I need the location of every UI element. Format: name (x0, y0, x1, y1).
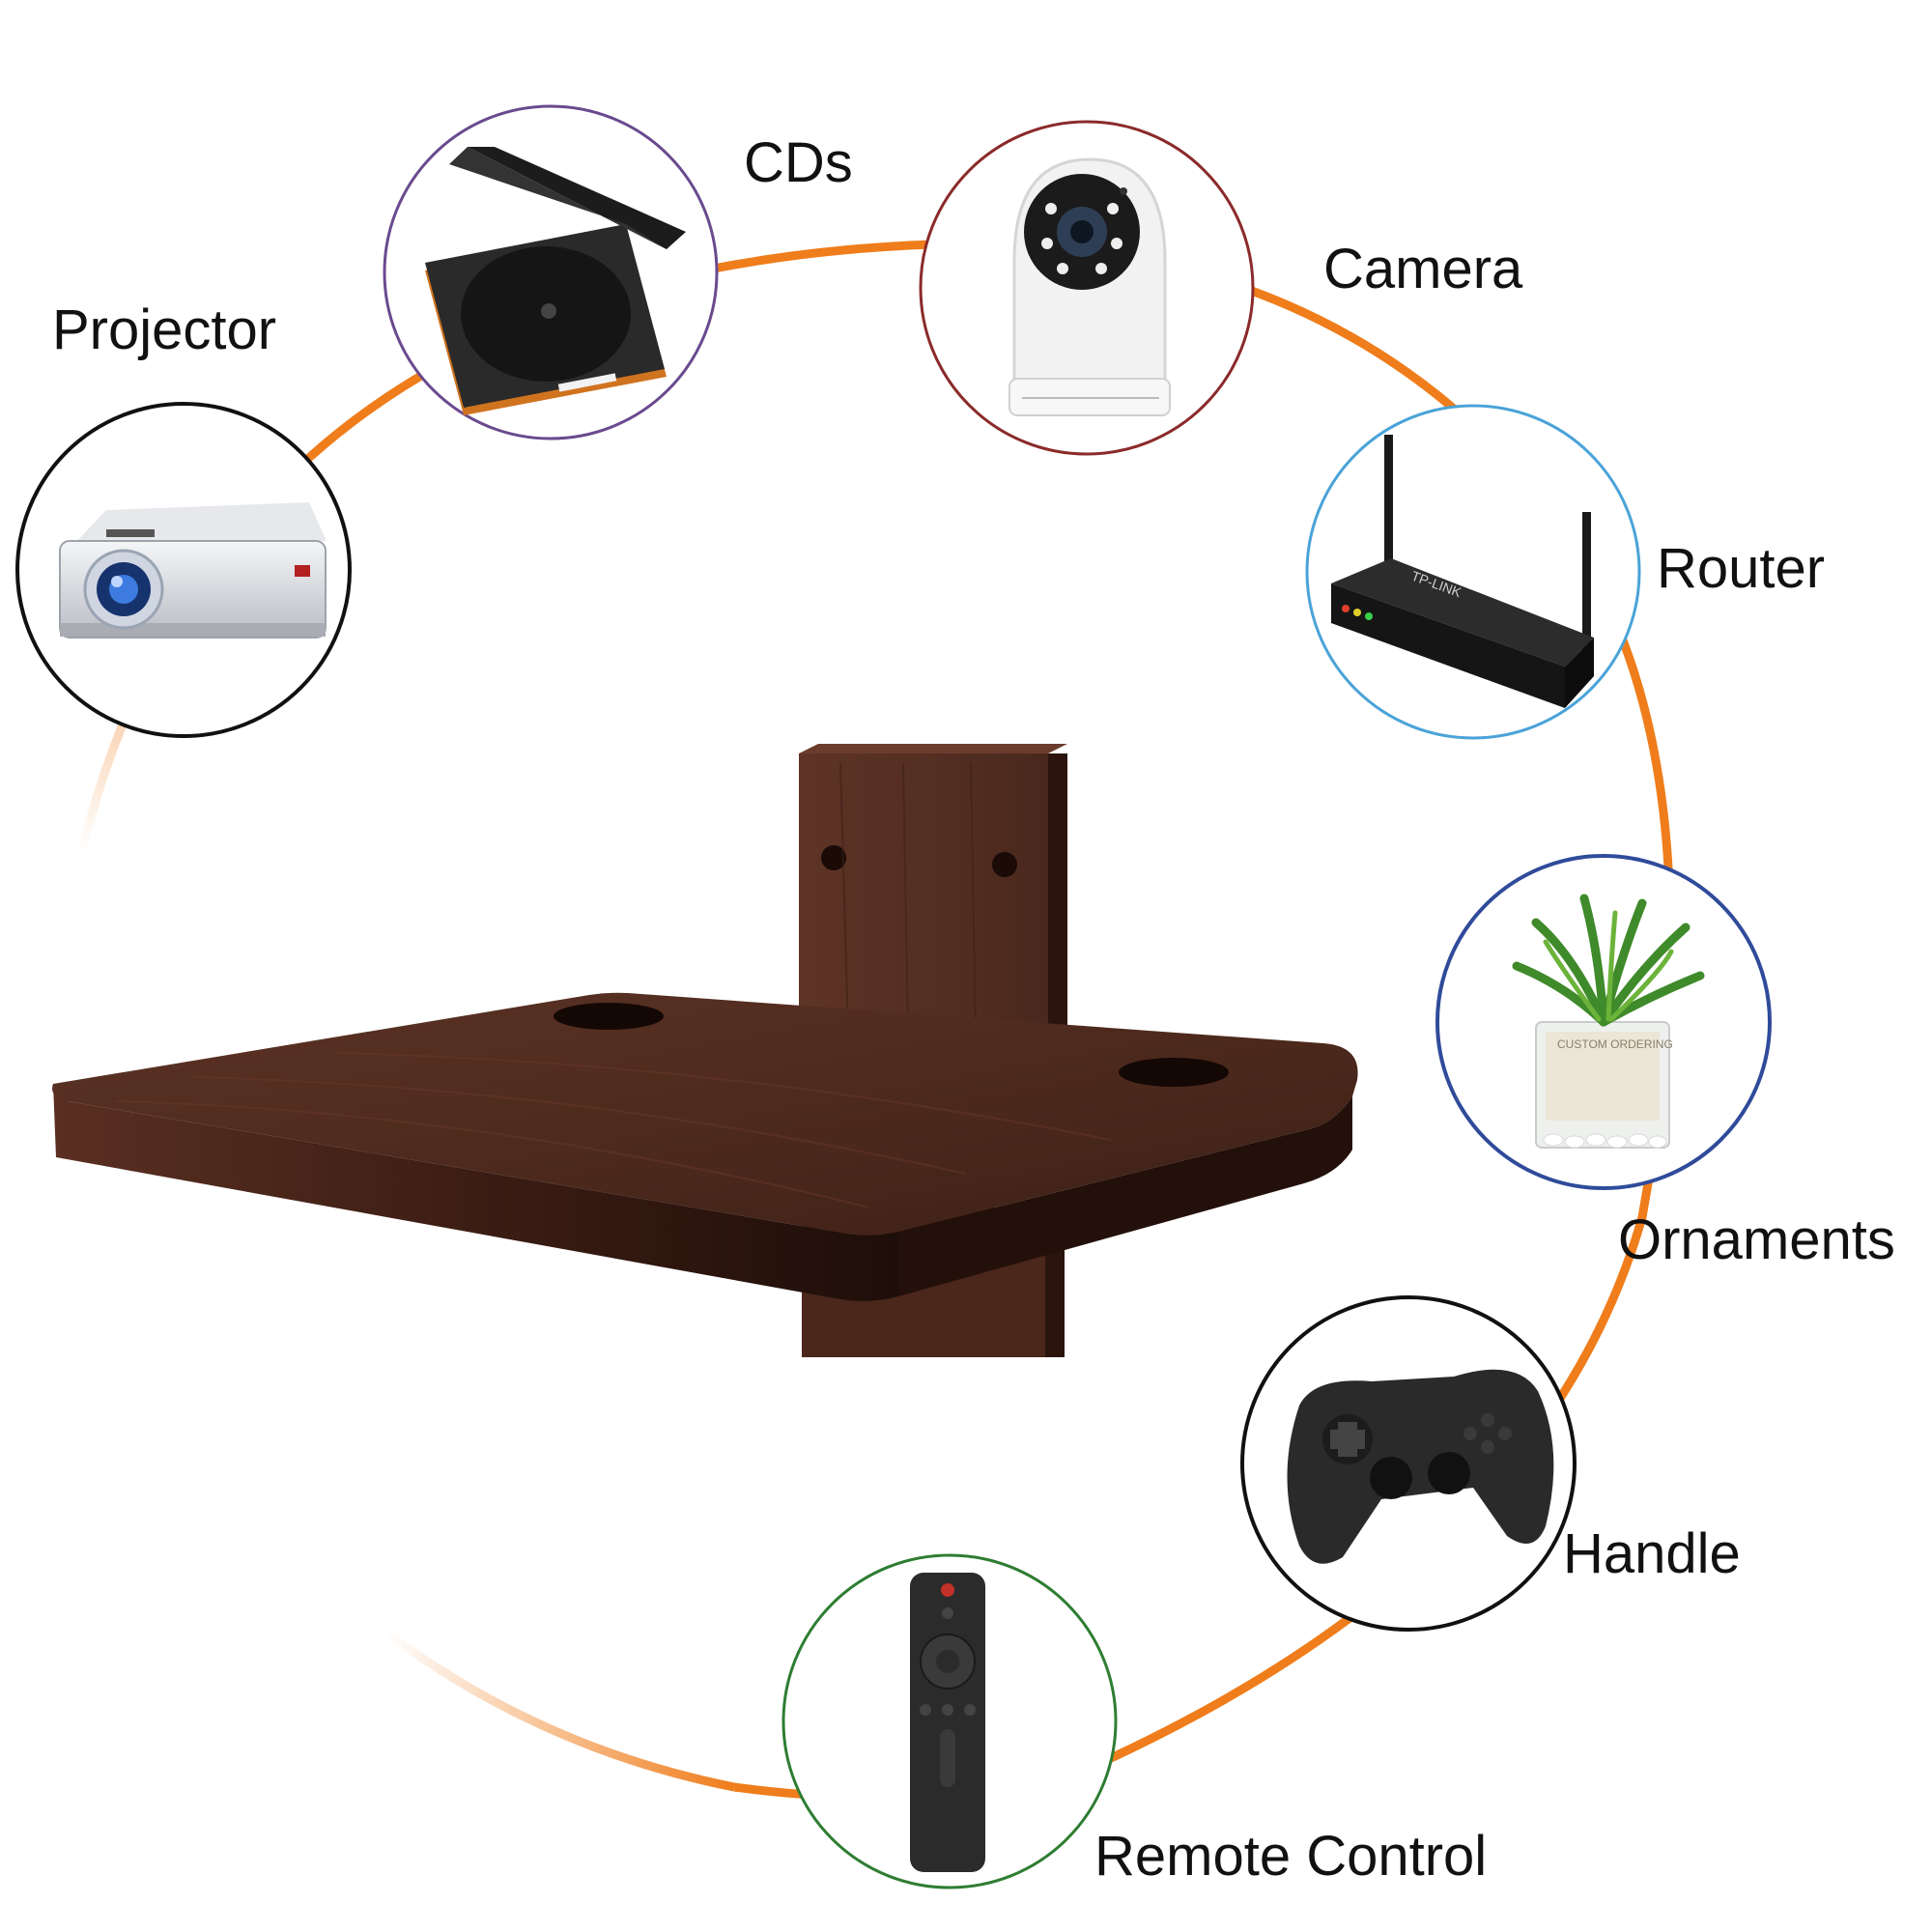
label-cds: CDs (744, 131, 853, 194)
shelf-top (52, 992, 1358, 1236)
remote-circle (781, 1553, 1118, 1889)
shelf-back-plate (799, 753, 1048, 1038)
label-projector: Projector (52, 298, 277, 361)
label-handle: Handle (1563, 1522, 1741, 1585)
cds-circle (383, 104, 719, 440)
potted-plant-icon: CUSTOM ORDERING (1512, 894, 1705, 1149)
cable-hole-left (554, 1003, 664, 1030)
shelf-back-plate-side (1048, 753, 1067, 1038)
security-camera-icon (1009, 157, 1171, 416)
label-ornaments: Ornaments (1618, 1208, 1895, 1271)
label-remote-control: Remote Control (1094, 1825, 1488, 1888)
handle-circle (1240, 1295, 1577, 1632)
label-camera: Camera (1323, 238, 1523, 300)
ornaments-circle: CUSTOM ORDERING (1435, 854, 1772, 1190)
cd-player-icon (425, 147, 686, 415)
shelf-edge (53, 1084, 898, 1301)
screw-hole-right (992, 852, 1017, 877)
projector-circle (15, 402, 352, 738)
label-router: Router (1657, 537, 1826, 600)
remote-control-icon (910, 1573, 985, 1872)
wall-shelf (52, 744, 1358, 1357)
router-circle: TP-LINK (1305, 404, 1641, 740)
cable-hole-right (1119, 1058, 1229, 1087)
router-icon: TP-LINK (1331, 435, 1594, 708)
camera-circle (919, 120, 1255, 456)
gamepad-icon (1287, 1369, 1554, 1564)
projector-icon (59, 502, 327, 639)
pot-label-text: CUSTOM ORDERING (1557, 1037, 1673, 1051)
screw-hole-left (821, 845, 846, 870)
